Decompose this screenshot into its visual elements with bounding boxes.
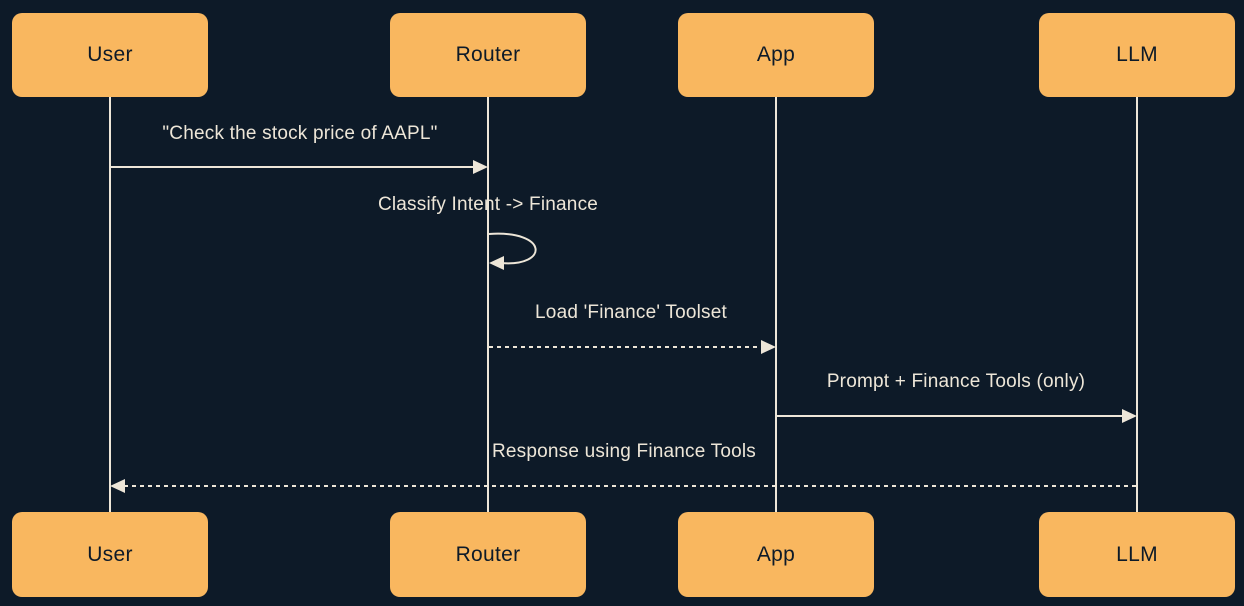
- actor-bottom-user: User: [12, 512, 208, 597]
- message-label-3: Load 'Finance' Toolset: [535, 302, 727, 323]
- actor-label: LLM: [1116, 542, 1158, 566]
- arrowhead-right-4: [1122, 409, 1137, 423]
- actor-top-user: User: [12, 13, 208, 97]
- message-label-2: Classify Intent -> Finance: [377, 194, 599, 215]
- actor-top-router: Router: [390, 13, 586, 97]
- arrowhead-left-2: [489, 256, 504, 270]
- actor-label: App: [756, 542, 796, 566]
- actor-label: LLM: [1116, 43, 1158, 66]
- actor-label: Router: [455, 542, 521, 566]
- message-label-4: Prompt + Finance Tools (only): [826, 371, 1086, 392]
- actor-bottom-app: App: [678, 512, 874, 597]
- actor-bottom-router: Router: [390, 512, 586, 597]
- actor-label: User: [87, 542, 133, 566]
- actor-top-app: App: [678, 13, 874, 97]
- actor-top-llm: LLM: [1039, 13, 1235, 97]
- actor-label: App: [756, 43, 796, 66]
- message-label-5: Response using Finance Tools: [491, 441, 757, 462]
- arrowhead-left-5: [110, 479, 125, 493]
- message-label-1: "Check the stock price of AAPL": [162, 123, 438, 144]
- actor-label: User: [87, 43, 133, 66]
- arrowhead-right-3: [761, 340, 776, 354]
- self-loop-router: [488, 232, 537, 265]
- actor-bottom-llm: LLM: [1039, 512, 1235, 597]
- actor-label: Router: [455, 43, 521, 66]
- arrowhead-right-1: [473, 160, 488, 174]
